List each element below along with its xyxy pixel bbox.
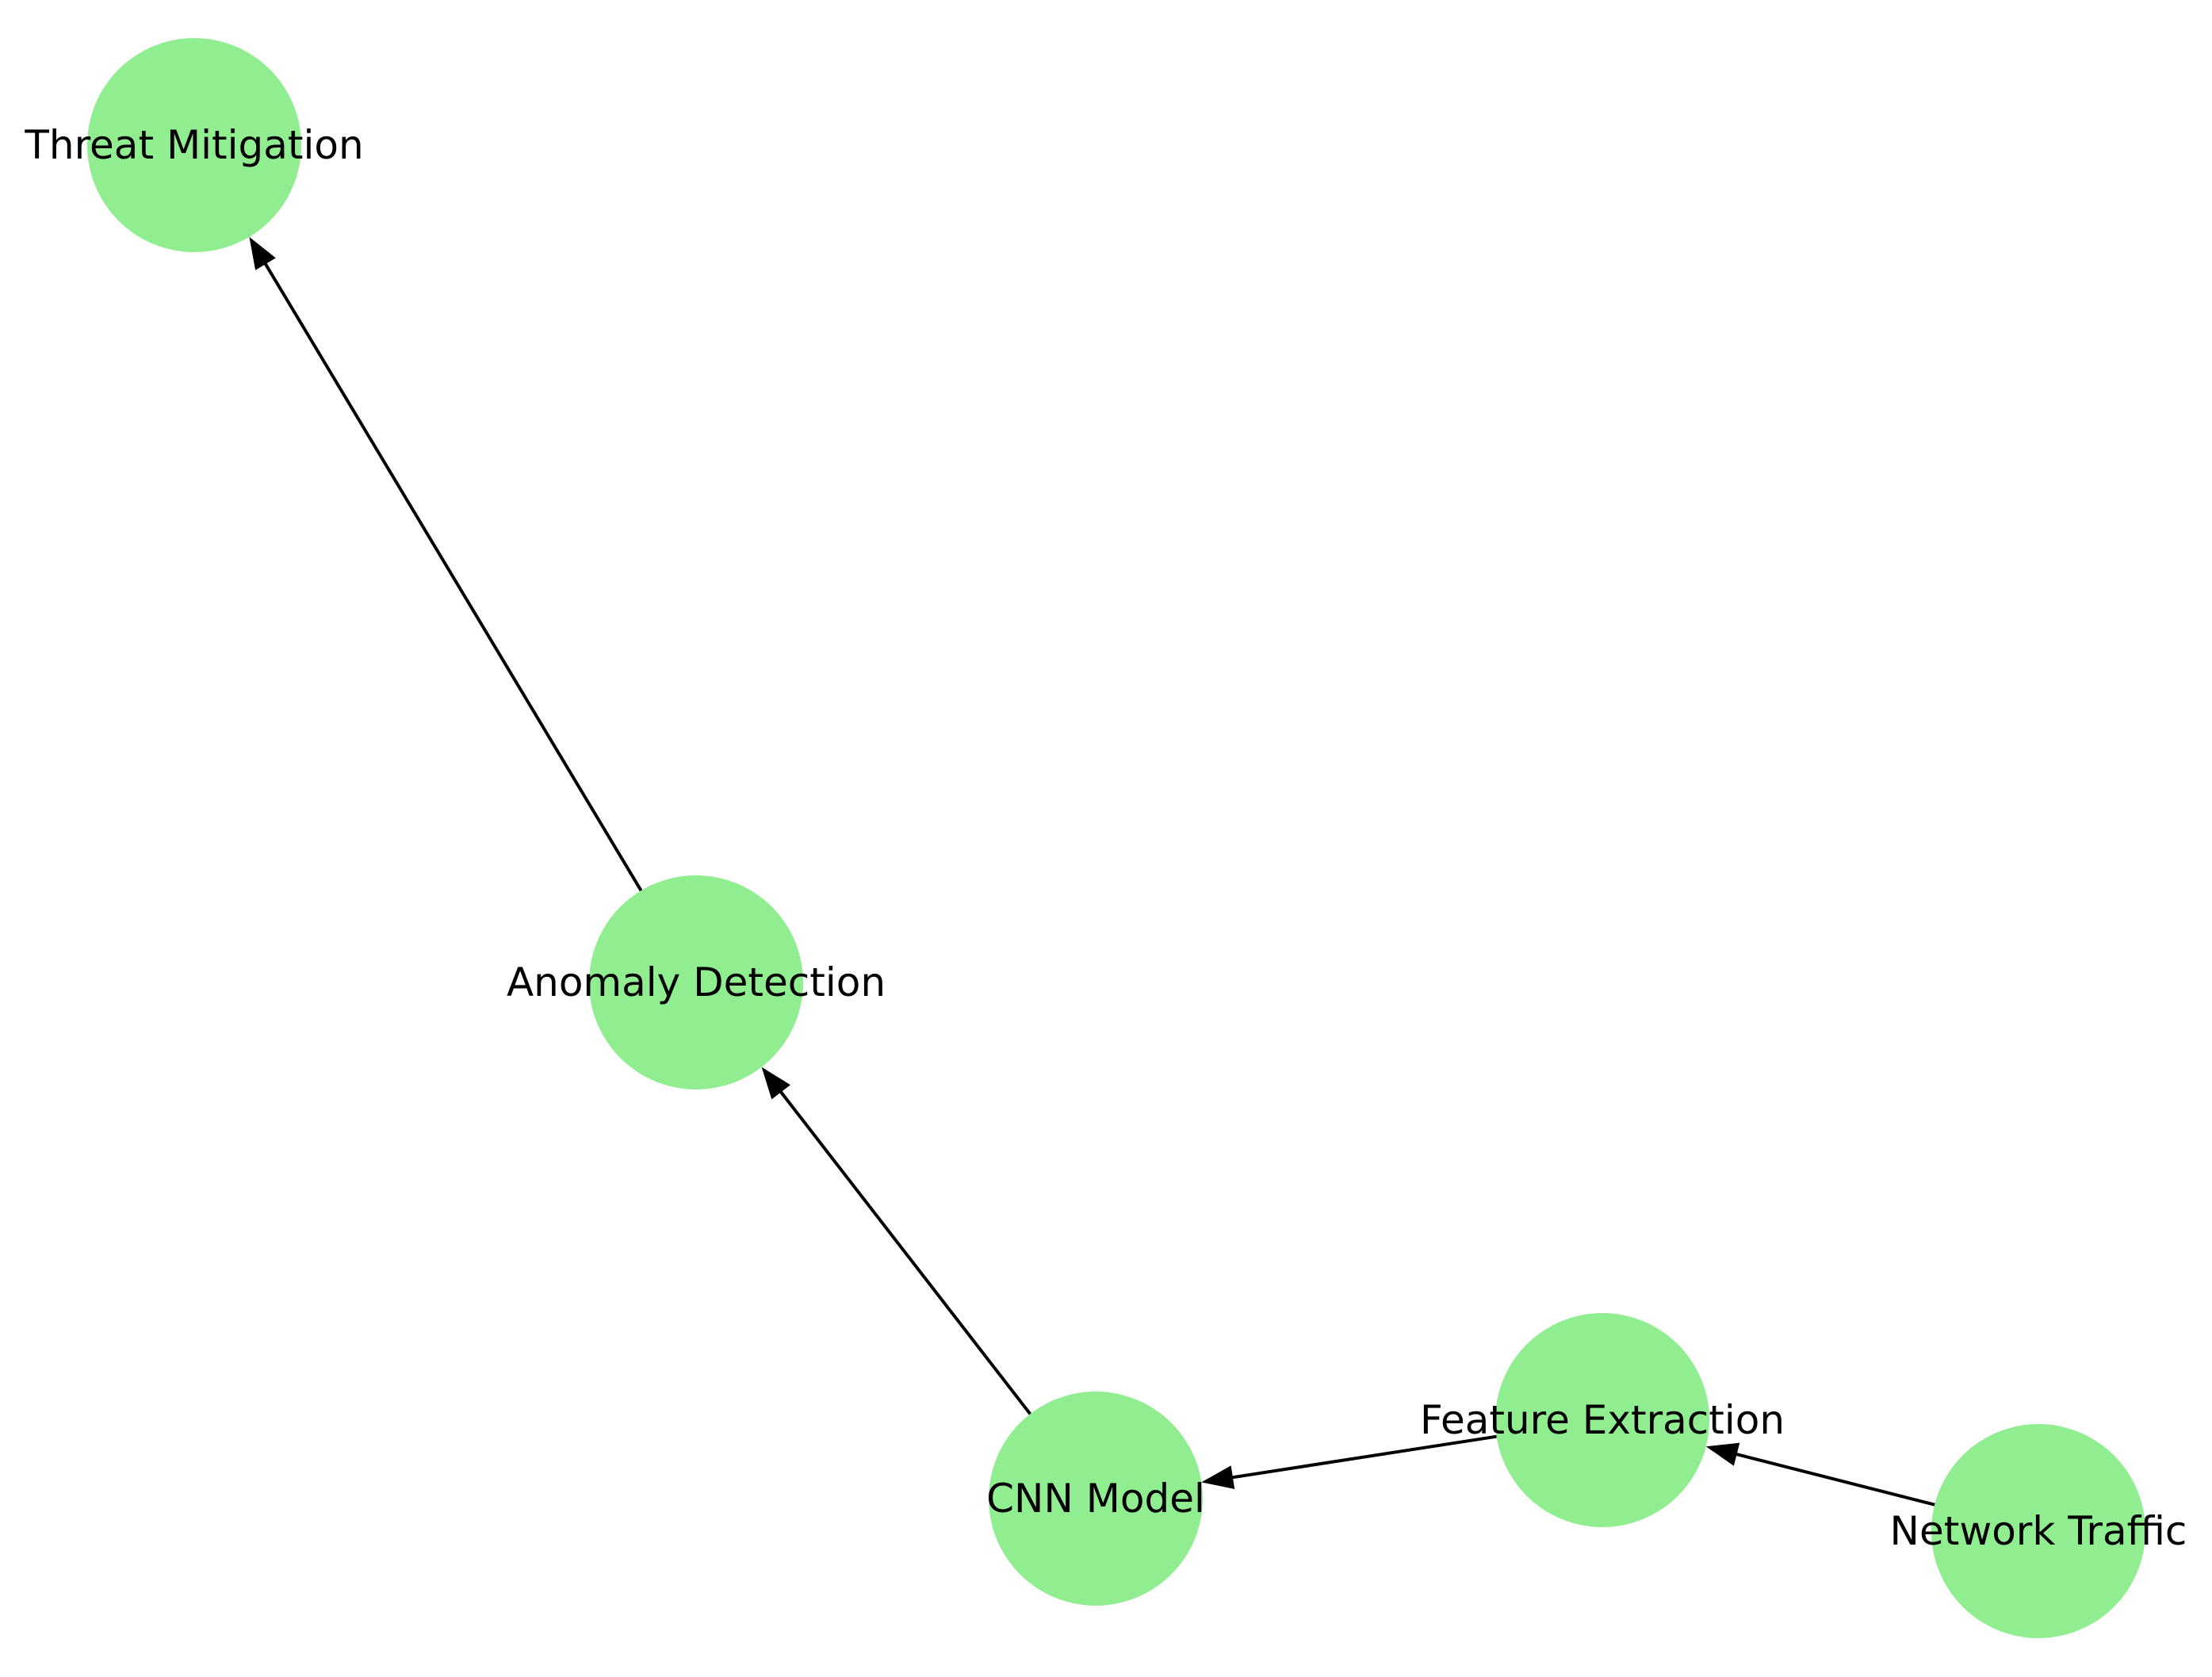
edge-line xyxy=(1223,1434,1497,1481)
node-anomaly-detection xyxy=(589,875,803,1089)
nodes-layer xyxy=(87,38,2145,1638)
node-cnn-model xyxy=(989,1392,1203,1606)
node-threat-mitigation xyxy=(87,38,301,252)
node-label-cnn-model: CNN Model xyxy=(986,1476,1205,1522)
node-label-threat-mitigation: Threat Mitigation xyxy=(24,122,363,168)
edge-line xyxy=(1727,1450,1935,1507)
arrowhead-icon xyxy=(1201,1465,1235,1490)
edge-line xyxy=(259,255,643,892)
arrowhead-icon xyxy=(249,236,276,270)
edge-anomaly-detection-to-threat-mitigation xyxy=(249,236,643,892)
node-feature-extraction xyxy=(1495,1313,1709,1527)
node-network-traffic xyxy=(1931,1424,2145,1638)
node-label-anomaly-detection: Anomaly Detection xyxy=(507,959,886,1005)
arrowhead-icon xyxy=(761,1066,790,1100)
edge-network-traffic-to-feature-extraction xyxy=(1705,1442,1935,1507)
edge-cnn-model-to-anomaly-detection xyxy=(761,1066,1031,1415)
edge-line xyxy=(774,1083,1031,1415)
edge-feature-extraction-to-cnn-model xyxy=(1201,1434,1497,1490)
node-label-feature-extraction: Feature Extraction xyxy=(1420,1397,1785,1443)
edges-layer xyxy=(249,236,1935,1507)
node-label-network-traffic: Network Traffic xyxy=(1890,1508,2187,1554)
arrowhead-icon xyxy=(1705,1442,1740,1466)
